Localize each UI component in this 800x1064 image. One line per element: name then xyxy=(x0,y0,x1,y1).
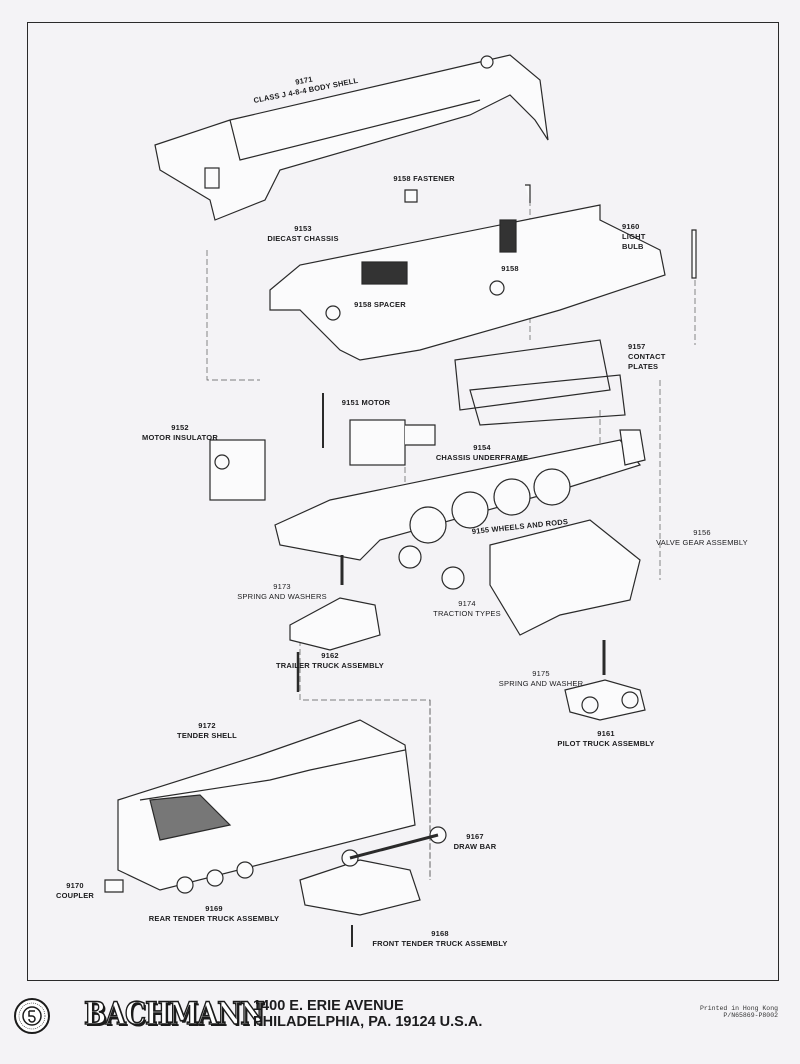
exploded-parts-drawing xyxy=(104,54,697,947)
label-pilot-truck: 9161 PILOT TRUCK ASSEMBLY xyxy=(557,729,654,749)
part-number: 9160 xyxy=(622,222,640,231)
part-name: BULB xyxy=(622,242,644,251)
part-number: 9173 xyxy=(273,582,291,591)
address-line-2: PHILADELPHIA, PA. 19124 U.S.A. xyxy=(253,1014,483,1030)
part-name: CHASSIS UNDERFRAME xyxy=(435,453,529,462)
part-number: 9167 xyxy=(466,832,484,841)
label-fastener: 9158 FASTENER xyxy=(393,174,454,184)
label-chassis-underframe: 9154 CHASSIS UNDERFRAME xyxy=(436,443,528,463)
label-spring-washer: 9175 SPRING AND WASHER xyxy=(499,669,583,689)
label-rear-tender-truck: 9169 REAR TENDER TRUCK ASSEMBLY xyxy=(149,904,280,924)
part-name: TRACTION TYPES xyxy=(433,609,501,618)
label-motor-insulator: 9152 MOTOR INSULATOR xyxy=(142,423,218,443)
label-spacer: 9158 SPACER xyxy=(354,300,406,310)
part-number: 9175 xyxy=(532,669,550,678)
part-name: TENDER SHELL xyxy=(177,731,237,740)
motor-drawing xyxy=(209,393,436,501)
label-9158: 9158 xyxy=(501,264,519,274)
part-name: CONTACT xyxy=(628,352,666,361)
part-number: 9153 xyxy=(294,224,312,233)
address: 1400 E. ERIE AVENUE PHILADELPHIA, PA. 19… xyxy=(253,998,482,1030)
part-name: FRONT TENDER TRUCK ASSEMBLY xyxy=(372,939,508,948)
part-number: 9162 xyxy=(321,651,339,660)
label-tender-shell: 9172 TENDER SHELL xyxy=(177,721,237,741)
contact-plates-drawing xyxy=(454,339,626,426)
body-shell-drawing xyxy=(154,54,549,221)
diecast-chassis-drawing xyxy=(269,184,697,361)
label-light-bulb: 9160 LIGHT BULB xyxy=(622,222,646,252)
part-number: 9156 xyxy=(693,528,711,537)
part-number: 9157 xyxy=(628,342,646,351)
label-traction-tyres: 9174 TRACTION TYPES xyxy=(433,599,501,619)
label-valve-gear: 9156 VALVE GEAR ASSEMBLY xyxy=(656,528,748,548)
part-name: DIECAST CHASSIS xyxy=(267,234,339,243)
part-label: 9158 SPACER xyxy=(354,300,406,309)
part-name: TRAILER TRUCK ASSEMBLY xyxy=(275,661,385,670)
label-motor: 9151 MOTOR xyxy=(342,398,391,408)
part-name: MOTOR INSULATOR xyxy=(142,433,218,442)
part-number: 9172 xyxy=(198,721,216,730)
trailer-truck-drawing xyxy=(289,555,381,692)
label-front-tender-truck: 9168 FRONT TENDER TRUCK ASSEMBLY xyxy=(372,929,507,949)
label-contact-plates: 9157 CONTACT PLATES xyxy=(628,342,666,372)
pilot-truck-drawing xyxy=(564,640,646,721)
label-trailer-truck: 9162 TRAILER TRUCK ASSEMBLY xyxy=(276,651,384,671)
part-name: COUPLER xyxy=(55,891,95,900)
label-coupler: 9170 COUPLER xyxy=(56,881,94,901)
part-name: REAR TENDER TRUCK ASSEMBLY xyxy=(148,914,280,923)
part-name: PLATES xyxy=(628,362,659,371)
part-number: 9174 xyxy=(458,599,476,608)
part-label: 9158 FASTENER xyxy=(393,174,455,183)
brand-name: BACHMANN xyxy=(83,995,265,1033)
underframe-wheels-drawing xyxy=(274,429,646,636)
part-name: SPRING AND WASHERS xyxy=(237,592,327,601)
part-number: 9168 xyxy=(431,929,449,938)
label-draw-bar: 9167 DRAW BAR xyxy=(454,832,497,852)
part-number: 9170 xyxy=(66,881,84,890)
part-label: 9151 MOTOR xyxy=(341,398,391,407)
bachmann-logo-icon xyxy=(14,998,50,1034)
part-number: 9161 xyxy=(597,729,615,738)
tender-drawing xyxy=(104,719,447,947)
print-info: Printed in Hong Kong P/N65869-P8002 xyxy=(700,1005,778,1019)
label-spring-washers: 9173 SPRING AND WASHERS xyxy=(237,582,327,602)
part-name: PILOT TRUCK ASSEMBLY xyxy=(557,739,655,748)
diagram-frame xyxy=(27,22,779,981)
part-number: 9152 xyxy=(171,423,189,432)
part-name: LIGHT xyxy=(622,232,646,241)
part-number: 9158 xyxy=(501,264,519,273)
part-number: 9154 xyxy=(473,443,491,452)
part-number: 9169 xyxy=(205,904,223,913)
printed-in: Printed in Hong Kong xyxy=(699,1005,778,1012)
part-name: SPRING AND WASHER xyxy=(498,679,584,688)
part-name: DRAW BAR xyxy=(453,842,497,851)
address-line-1: 1400 E. ERIE AVENUE xyxy=(253,998,404,1014)
label-diecast-chassis: 9153 DIECAST CHASSIS xyxy=(267,224,338,244)
part-code: P/N65869-P8002 xyxy=(723,1012,778,1019)
part-name: VALVE GEAR ASSEMBLY xyxy=(656,538,748,547)
